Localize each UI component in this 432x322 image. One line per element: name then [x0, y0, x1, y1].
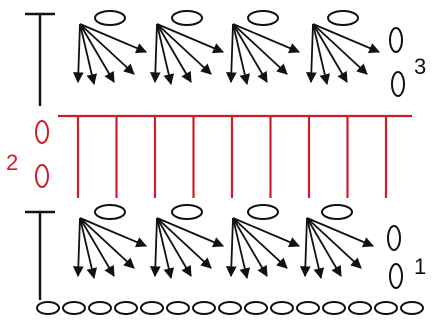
fan-stem [156, 23, 212, 75]
fan-stem [156, 23, 224, 54]
fan-stem [232, 23, 251, 86]
fan-stem [79, 23, 135, 75]
fan-stem [149, 217, 161, 278]
row-label-2: 2 [6, 150, 18, 175]
chain-symbol [400, 301, 424, 315]
fan-stem [312, 23, 331, 86]
fan-stem [232, 23, 268, 83]
turning-chains [25, 12, 405, 300]
fan-stem [306, 217, 342, 277]
chain-symbol [321, 204, 353, 220]
fan-stem [72, 217, 84, 278]
fan-stitch-group [305, 10, 380, 86]
fan-stitch-group [72, 10, 147, 86]
chain-symbol [166, 301, 190, 315]
chain-symbol [140, 301, 164, 315]
chain-symbol [218, 301, 242, 315]
fan-stem [312, 23, 368, 75]
fan-stem [225, 217, 237, 278]
chain-symbol [270, 301, 294, 315]
fan-stem [312, 23, 348, 83]
fan-stem [306, 217, 325, 280]
fan-stem [299, 217, 311, 278]
chain-symbol [35, 164, 49, 188]
fan-stem [156, 23, 175, 86]
chain-symbol [171, 10, 203, 26]
chain-symbol [374, 301, 398, 315]
chain-symbol [389, 27, 403, 53]
chain-symbol [348, 301, 372, 315]
fan-stem [79, 23, 147, 54]
chain-symbol [389, 263, 403, 289]
fan-stem [306, 217, 362, 269]
chain-symbol [171, 204, 203, 220]
chain-symbol [322, 301, 346, 315]
fan-stitch-group [225, 10, 300, 86]
fan-stem [156, 217, 192, 277]
fan-stem [232, 217, 268, 277]
fan-stem [72, 23, 84, 84]
fan-stem [79, 217, 98, 280]
row-1-fans [72, 204, 374, 280]
fan-stem [232, 217, 288, 269]
fan-stem [156, 217, 224, 248]
foundation-chain-row [36, 301, 424, 315]
fan-stem [232, 217, 251, 280]
fan-stitch-group [149, 204, 224, 280]
fan-stem [306, 217, 374, 248]
fan-stem [79, 217, 115, 277]
fan-stem [232, 23, 300, 54]
fan-stem [79, 23, 98, 86]
chain-symbol [247, 204, 279, 220]
double-crochet-symbol [25, 12, 55, 106]
fan-stem [79, 23, 115, 83]
fan-stem [312, 23, 380, 54]
chain-symbol [62, 301, 86, 315]
chain-symbol [327, 10, 359, 26]
chain-symbol [244, 301, 268, 315]
double-crochet-symbol [25, 210, 55, 300]
fan-stem [156, 23, 192, 83]
fan-stem [79, 217, 147, 248]
fan-stitch-group [225, 204, 300, 280]
chain-symbol [387, 225, 401, 251]
chain-symbol [94, 204, 126, 220]
row-2-double-crochets [58, 114, 412, 198]
fan-stem [149, 23, 161, 84]
chain-symbol [391, 71, 405, 97]
fan-stitch-group [299, 204, 374, 280]
row-3-fans [72, 10, 380, 86]
fan-stem [225, 23, 237, 84]
chain-symbol [114, 301, 138, 315]
fan-stem [156, 217, 175, 280]
fan-stitch-group [72, 204, 147, 280]
fan-stem [232, 217, 300, 248]
fan-stem [79, 217, 135, 269]
chain-symbol [35, 120, 49, 144]
chain-symbol [88, 301, 112, 315]
row-label-3: 3 [414, 54, 426, 79]
chain-symbol [36, 301, 60, 315]
row-label-1: 1 [414, 254, 426, 279]
fan-stem [305, 23, 317, 84]
chain-symbol [247, 10, 279, 26]
fan-stem [156, 217, 212, 269]
chain-symbol [296, 301, 320, 315]
fan-stitch-group [149, 10, 224, 86]
chain-symbol [94, 10, 126, 26]
fan-stem [232, 23, 288, 75]
chain-symbol [192, 301, 216, 315]
